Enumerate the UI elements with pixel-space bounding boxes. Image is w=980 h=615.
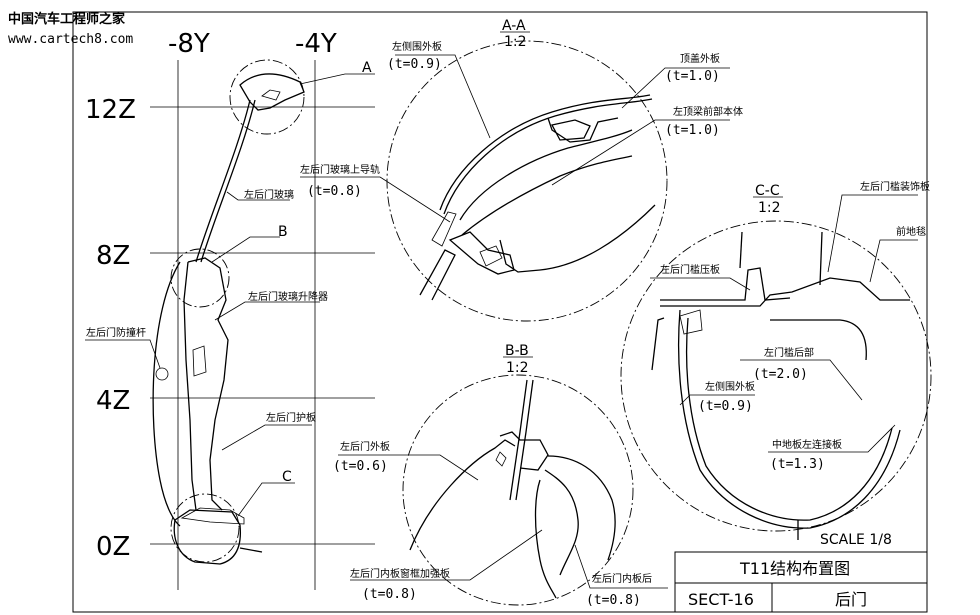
leader-cc-sill-rear (740, 359, 863, 401)
label-rear-door-glass: 左后门玻璃 (244, 188, 294, 201)
label-glass-regulator: 左后门玻璃升降器 (248, 290, 328, 303)
watermark-site-name: 中国汽车工程师之家 (8, 12, 126, 27)
title-block (674, 551, 928, 613)
label-aa-roof-rail: 左顶梁前部本体 (673, 105, 743, 118)
sheet-border (72, 11, 928, 613)
leader-bb-outer (338, 454, 479, 481)
door-beam-circle (155, 367, 169, 381)
label-door-trim: 左后门护板 (266, 411, 316, 424)
section-aa-boundary (386, 40, 668, 322)
grid-label-12z: 12Z (85, 95, 136, 125)
label-bb-outer: 左后门外板 (340, 440, 390, 453)
label-aa-roof: 顶盖外板 (680, 52, 720, 65)
label-aa-side-outer: 左侧围外板 (392, 40, 442, 53)
label-bb-inner-thickness: (t=0.8) (586, 593, 641, 608)
watermark-url: www.cartech8.com (8, 32, 134, 47)
section-bb-boundary (402, 374, 634, 606)
label-bb-reinf-thickness: (t=0.8) (362, 587, 417, 602)
label-cc-side-outer-thickness: (t=0.9) (698, 399, 753, 414)
label-bb-reinf: 左后门内板窗框加强板 (350, 567, 450, 580)
section-cc-geometry (651, 231, 910, 540)
leader-cc-side-outer (679, 394, 755, 406)
label-cc-sill-press: 左后门槛压板 (660, 263, 720, 276)
detail-circle-b (170, 248, 230, 308)
scale-note: SCALE 1/8 (820, 532, 892, 548)
leader-trim (221, 424, 312, 451)
section-aa-title: A-A (502, 18, 526, 34)
leader-cc-floor-conn (768, 424, 896, 453)
label-aa-roof-rail-thickness: (t=1.0) (665, 123, 720, 138)
label-door-beam: 左后门防撞杆 (86, 326, 146, 339)
label-cc-side-outer: 左侧围外板 (705, 380, 755, 393)
label-aa-side-outer-thickness: (t=0.9) (387, 57, 442, 72)
leader-glass (226, 191, 290, 201)
leader-regulator (214, 301, 320, 321)
grid-label-4z: 4Z (96, 386, 130, 416)
section-bb-scale: 1:2 (506, 360, 529, 376)
leader-bb-inner (574, 544, 668, 589)
label-cc-sill-rear-thickness: (t=2.0) (753, 367, 808, 382)
section-cc-boundary (620, 220, 932, 532)
grid-label-8z: 8Z (96, 241, 130, 271)
leader-bb-reinf (350, 529, 543, 581)
leader-cc-sill-press (650, 277, 751, 291)
leader-aa-roof (621, 67, 730, 109)
section-cc-scale: 1:2 (758, 200, 781, 216)
label-cc-floor-conn: 中地板左连接板 (772, 438, 842, 451)
leader-aa-roof-rail (551, 119, 730, 186)
label-bb-inner: 左后门内板后 (592, 572, 652, 585)
detail-circle-a (229, 59, 305, 135)
label-cc-sill-rear: 左门槛后部 (764, 346, 814, 359)
label-bb-outer-thickness: (t=0.6) (333, 459, 388, 474)
leader-cc-sill-trim (827, 194, 918, 273)
callout-leaders (211, 73, 375, 517)
section-aa-scale: 1:2 (504, 34, 527, 50)
leader-aa-upper-rail (300, 176, 451, 223)
label-aa-upper-rail-thickness: (t=0.8) (307, 184, 362, 199)
label-aa-roof-thickness: (t=1.0) (665, 69, 720, 84)
grid-label-0z: 0Z (96, 532, 130, 562)
section-bb-title: B-B (505, 343, 529, 359)
title-block-part: 后门 (835, 590, 867, 609)
callout-b: B (278, 224, 288, 240)
grid-label-minus-4y: -4Y (295, 29, 337, 59)
grid-label-minus-8y: -8Y (168, 29, 210, 59)
leader-beam (85, 339, 161, 369)
callout-a: A (362, 60, 372, 76)
title-block-title: T11结构布置图 (739, 559, 850, 578)
label-cc-sill-trim: 左后门槛装饰板 (860, 180, 930, 193)
callout-c: C (282, 469, 292, 485)
title-block-sheet: SECT-16 (688, 590, 754, 609)
detail-circle-c (170, 493, 240, 563)
label-cc-carpet: 前地毯 (896, 225, 926, 238)
label-aa-upper-rail: 左后门玻璃上导轨 (300, 163, 380, 176)
door-section-profile (152, 73, 305, 565)
leader-aa-side-outer (395, 54, 491, 139)
section-aa-geometry (419, 94, 656, 301)
leader-cc-carpet (869, 239, 918, 283)
label-cc-floor-conn-thickness: (t=1.3) (770, 457, 825, 472)
section-bb-geometry (409, 379, 616, 599)
grid-lines (150, 60, 375, 590)
section-cc-title: C-C (755, 183, 780, 199)
